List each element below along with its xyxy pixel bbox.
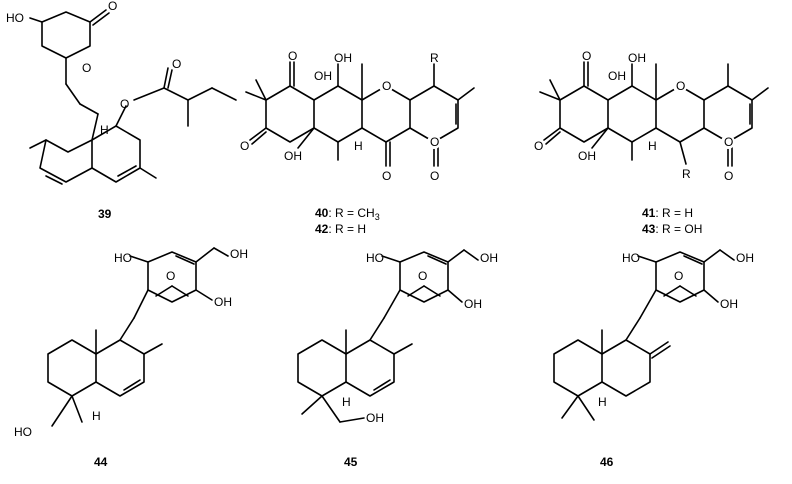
structure-39: HO O O O O H 39 bbox=[6, 0, 237, 221]
atom-label: HO bbox=[366, 251, 384, 265]
atom-label: H bbox=[100, 123, 109, 137]
atom-label: HO bbox=[114, 251, 132, 265]
atom-label: O bbox=[418, 269, 427, 283]
atom-label: O bbox=[382, 79, 391, 93]
structure-41-43: O OH OH O O O OH H R O 41: R = H 43: R =… bbox=[534, 49, 769, 236]
atom-label: O bbox=[166, 269, 175, 283]
atom-label: O bbox=[120, 97, 129, 111]
atom-label: HO bbox=[6, 11, 24, 25]
compound-number-44: 44 bbox=[94, 455, 108, 469]
compound-number-46: 46 bbox=[600, 455, 614, 469]
atom-label: OH bbox=[334, 51, 352, 65]
atom-label: OH bbox=[736, 251, 754, 265]
atom-label: O bbox=[382, 169, 391, 183]
structure-40-42: O OH OH O R O O OH H O O 40: R = CH3 42:… bbox=[240, 49, 475, 236]
structure-46: HO O OH OH H 46 bbox=[553, 249, 754, 469]
atom-label: O bbox=[288, 49, 297, 63]
atom-label: O bbox=[724, 169, 733, 183]
atom-label: OH bbox=[314, 69, 332, 83]
atom-label: H bbox=[648, 139, 657, 153]
compound-number-39: 39 bbox=[98, 207, 112, 221]
atom-label: OH bbox=[464, 297, 482, 311]
atom-label: O bbox=[676, 79, 685, 93]
atom-label: OH bbox=[578, 149, 596, 163]
caption-42: 42: R = H bbox=[315, 222, 366, 236]
atom-label: R bbox=[430, 51, 439, 65]
atom-label: O bbox=[172, 57, 181, 71]
compound-number-45: 45 bbox=[344, 455, 358, 469]
atom-label: HO bbox=[14, 425, 32, 439]
atom-label: OH bbox=[230, 247, 248, 261]
atom-label: H bbox=[354, 139, 363, 153]
atom-label: O bbox=[240, 139, 249, 153]
atom-label: OH bbox=[608, 69, 626, 83]
caption-43: 43: R = OH bbox=[642, 222, 702, 236]
caption-40: 40: R = CH3 bbox=[315, 206, 380, 222]
atom-label: OH bbox=[480, 251, 498, 265]
atom-label: HO bbox=[622, 251, 640, 265]
atom-label: O bbox=[724, 135, 733, 149]
atom-label: O bbox=[674, 269, 683, 283]
atom-label: H bbox=[92, 409, 101, 423]
atom-label: O bbox=[108, 0, 117, 13]
atom-label: O bbox=[582, 49, 591, 63]
atom-label: R bbox=[682, 167, 691, 181]
atom-label: OH bbox=[720, 297, 738, 311]
atom-label: O bbox=[82, 61, 91, 75]
structure-44: HO O OH OH HO H 44 bbox=[14, 247, 248, 469]
atom-label: O bbox=[430, 169, 439, 183]
atom-label: O bbox=[430, 135, 439, 149]
atom-label: OH bbox=[284, 149, 302, 163]
atom-label: OH bbox=[628, 51, 646, 65]
atom-label: H bbox=[342, 395, 351, 409]
atom-label: O bbox=[534, 139, 543, 153]
atom-label: H bbox=[598, 395, 607, 409]
atom-label: OH bbox=[214, 295, 232, 309]
structure-45: HO O OH OH OH H 45 bbox=[297, 249, 498, 469]
atom-label: OH bbox=[366, 411, 384, 425]
caption-41: 41: R = H bbox=[642, 206, 693, 220]
